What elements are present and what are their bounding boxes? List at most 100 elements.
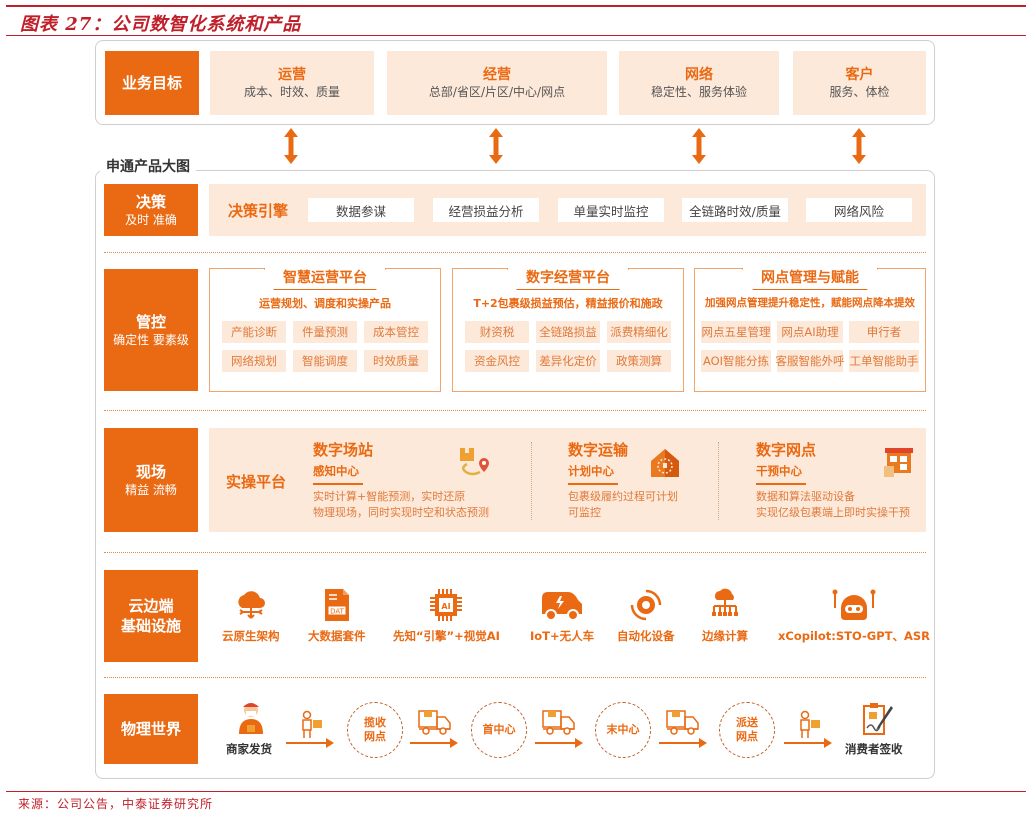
- row-divider: [104, 410, 926, 411]
- platform-chip: 件量预测: [293, 321, 357, 343]
- product-map-title: 申通产品大图: [100, 157, 196, 177]
- infra-item-label: 自动化设备: [617, 629, 675, 643]
- goal-subtitle: 成本、时效、质量: [243, 84, 340, 99]
- flow-arrow: [784, 738, 832, 748]
- field-item-title: 数字场站: [313, 441, 374, 459]
- decision-chip: 数据参谋: [308, 198, 414, 222]
- flow-node-first-center: 首中心: [471, 702, 527, 758]
- data-file-icon: DAT: [324, 589, 349, 621]
- truck-icon: [542, 710, 575, 735]
- flow-arrow: [410, 738, 458, 748]
- infra-item-iot-vehicle: IoT+无人车: [530, 588, 594, 644]
- field-item-title: 数字网点: [756, 441, 817, 459]
- field-item-desc: 实时计算+智能预测，实时还原: [313, 489, 466, 503]
- platform-smart-operations: 智慧运营平台 运营规划、调度和实操产品 产能诊断 件量预测 成本管控 网络规划 …: [209, 268, 441, 392]
- infra-item-label: 边缘计算: [702, 629, 748, 643]
- platform-desc: T+2包裹级损益预估，精益报价和施政: [473, 297, 663, 310]
- robot-icon: [832, 589, 876, 620]
- platform-chip: 派费精细化: [607, 321, 671, 343]
- svg-text:DAT: DAT: [330, 608, 345, 616]
- signature-clipboard-icon: [863, 703, 893, 735]
- field-item-center: 干预中心: [756, 464, 802, 478]
- flow-end-label: 消费者签收: [845, 742, 903, 756]
- goal-card-business: 经营 总部/省区/片区/中心/网点: [387, 51, 607, 115]
- goal-card-network: 网络 稳定性、服务体验: [619, 51, 779, 115]
- field-label: 现场 精益 流畅: [104, 428, 198, 532]
- title-rule: [6, 35, 1026, 36]
- edge-cloud-icon: [712, 588, 738, 616]
- platform-title: 数字经营平台: [507, 268, 629, 290]
- flow-node-label: 首中心: [482, 723, 516, 736]
- platform-chip: 网点五星管理: [701, 321, 771, 343]
- bottom-rule: [6, 791, 1026, 792]
- truck-icon: [418, 710, 451, 735]
- platform-chip: 客服智能外呼: [776, 350, 845, 372]
- field-item-underline: [756, 483, 806, 485]
- goal-title: 经营: [483, 66, 511, 83]
- courier-icon: [800, 710, 820, 738]
- flow-arrow: [535, 738, 583, 748]
- field-label-sub: 精益 流畅: [125, 483, 177, 497]
- flow-node-pickup: 揽收 网点: [347, 702, 403, 758]
- platform-chip: 网点AI助理: [777, 321, 843, 343]
- storefront-icon: [884, 448, 913, 477]
- ai-chip-icon: AI: [430, 589, 463, 621]
- goal-title: 客户: [845, 66, 874, 83]
- row-divider: [104, 552, 926, 553]
- field-divider: [718, 442, 719, 520]
- goal-card-operations: 运营 成本、时效、质量: [210, 51, 374, 115]
- field-item-title: 数字运输: [568, 441, 629, 459]
- flow-node-label: 末中心: [606, 723, 640, 736]
- double-arrow-icon: [692, 128, 706, 164]
- platform-chip: 全链路损益: [536, 321, 600, 343]
- infra-label-main: 云边端: [128, 597, 174, 615]
- figure-title: 图表 27：公司数智化系统和产品: [20, 14, 302, 35]
- field-label-main: 现场: [135, 463, 166, 481]
- platform-chip: 智能调度: [293, 350, 357, 372]
- field-item-desc: 可监控: [568, 505, 601, 519]
- physical-world-label: 物理世界: [104, 694, 198, 764]
- package-route-icon: [460, 448, 489, 476]
- courier-icon: [302, 710, 322, 738]
- field-item-center: 计划中心: [568, 464, 614, 478]
- infra-item-xcopilot: xCopilot:STO-GPT、ASR: [778, 588, 930, 644]
- field-divider: [531, 442, 532, 520]
- platform-chip: 差异化定价: [536, 350, 600, 372]
- cloud-network-icon: [238, 591, 265, 619]
- physical-world-label-text: 物理世界: [120, 720, 181, 738]
- decision-label-sub: 及时 准确: [125, 213, 177, 227]
- flow-arrow: [286, 738, 334, 748]
- platform-chip: AOI智能分拣: [701, 350, 771, 372]
- field-item-center: 感知中心: [313, 464, 359, 478]
- platform-title: 网点管理与赋能: [742, 268, 878, 290]
- flow-node-label: 揽收 网点: [364, 716, 386, 743]
- platform-chip: 资金风控: [465, 350, 529, 372]
- control-label: 管控 确定性 要素级: [104, 269, 198, 391]
- business-goals-label: 业务目标: [105, 51, 199, 115]
- platform-chip: 时效质量: [364, 350, 428, 372]
- platform-outlet-management: 网点管理与赋能 加强网点管理提升稳定性，赋能网点降本提效 网点五星管理 网点AI…: [694, 268, 926, 392]
- goal-subtitle: 总部/省区/片区/中心/网点: [428, 84, 566, 99]
- platform-title: 智慧运营平台: [264, 268, 386, 290]
- infra-label-sub: 基础设施: [120, 617, 181, 635]
- control-label-main: 管控: [135, 313, 166, 331]
- goal-card-customer: 客户 服务、体检: [793, 51, 926, 115]
- warehouse-icon: [651, 449, 679, 477]
- truck-icon: [666, 710, 699, 735]
- field-item-underline: [313, 483, 363, 485]
- flow-node-delivery: 派送 网点: [719, 702, 775, 758]
- field-item-digital-transport: 数字运输 计划中心 包裹级履约过程可计划 可监控: [568, 440, 678, 521]
- flow-node-label: 派送 网点: [736, 716, 758, 743]
- double-arrow-icon: [284, 128, 298, 164]
- field-platform-label: 实操平台: [226, 473, 287, 491]
- platform-chip: 工单智能助手: [849, 350, 919, 372]
- platform-digital-business: 数字经营平台 T+2包裹级损益预估，精益报价和施政 财资税 全链路损益 派费精细…: [452, 268, 684, 392]
- infra-item-ai-engine: AI 先知“引擎”+视觉AI: [393, 588, 500, 644]
- decision-chip: 全链路时效/质量: [682, 198, 788, 222]
- platform-chip: 产能诊断: [222, 321, 286, 343]
- platform-desc: 运营规划、调度和实操产品: [259, 297, 391, 310]
- infra-item-label: 大数据套件: [308, 629, 366, 643]
- platform-chip: 财资税: [465, 321, 529, 343]
- infra-item-label: xCopilot:STO-GPT、ASR: [778, 629, 931, 643]
- goal-subtitle: 稳定性、服务体验: [650, 84, 747, 99]
